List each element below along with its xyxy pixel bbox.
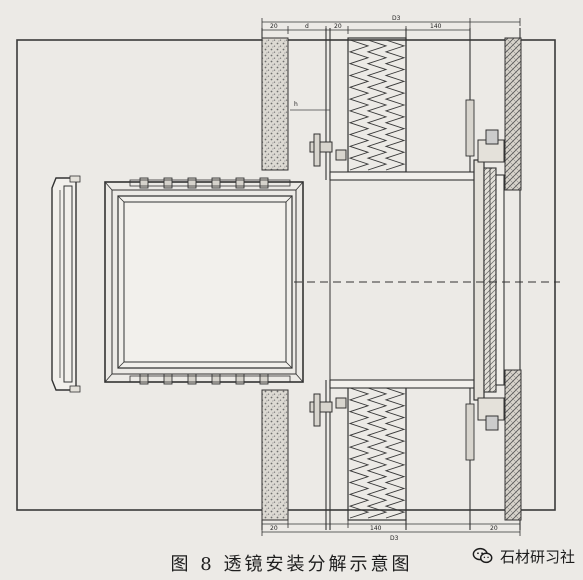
- outer-wall-hatch-top: [504, 37, 522, 191]
- frame-clip: [211, 177, 221, 189]
- lens-frame: [104, 181, 304, 383]
- dimension-bottom: [261, 520, 521, 536]
- figure-caption: 图 8 透镜安装分解示意图: [170, 554, 413, 575]
- lens-tube: [329, 171, 476, 389]
- clip-rail: [129, 179, 291, 187]
- wechat-logo-icon: [472, 547, 493, 564]
- watermark-text: 石材研习社: [499, 547, 575, 566]
- frame-clip: [139, 373, 149, 385]
- insulation-zigzag: [348, 39, 370, 171]
- frame-clips-bottom: [129, 373, 291, 385]
- insulation-zigzag: [348, 387, 370, 519]
- clip-rail: [129, 375, 291, 383]
- wall-block-bottom: [261, 389, 289, 521]
- insulation-zigzag: [384, 387, 406, 519]
- dim-top-4: D3: [392, 15, 401, 22]
- dim-bot-2: 140: [370, 525, 382, 532]
- frame-clip: [187, 177, 197, 189]
- wall-block-top: [261, 37, 289, 171]
- dim-top-1: 20: [270, 23, 278, 30]
- outer-wall-hatch-bottom: [504, 369, 522, 521]
- watermark: 石材研习社: [472, 545, 575, 567]
- frame-clip: [163, 177, 173, 189]
- frame-clip: [259, 373, 269, 385]
- dim-top-5: 140: [430, 23, 442, 30]
- insulation-bottom: [348, 387, 406, 519]
- dim-bot-4: D3: [390, 535, 399, 542]
- insulation-zigzag: [384, 39, 406, 171]
- insulation-zigzag: [366, 387, 388, 519]
- frame-clip: [235, 177, 245, 189]
- dim-top-2: d: [305, 23, 309, 30]
- frame-clip: [211, 373, 221, 385]
- frame-clips-top: [129, 177, 291, 189]
- insulation-zigzag: [366, 39, 388, 171]
- frame-clip: [187, 373, 197, 385]
- frame-clip: [259, 177, 269, 189]
- dim-top-3: 20: [334, 23, 342, 30]
- frame-clip: [163, 373, 173, 385]
- frame-clip: [139, 177, 149, 189]
- frame-clip: [235, 373, 245, 385]
- lens-cover-plate: [51, 175, 81, 393]
- lens-flange-assembly: [465, 99, 505, 461]
- insulation-top: [348, 39, 406, 171]
- mounting-bolts: [309, 133, 347, 427]
- dim-side-h: h: [294, 101, 298, 108]
- dimension-top: [261, 18, 521, 34]
- dim-bot-3: 20: [490, 525, 498, 532]
- dim-bot-1: 20: [270, 525, 278, 532]
